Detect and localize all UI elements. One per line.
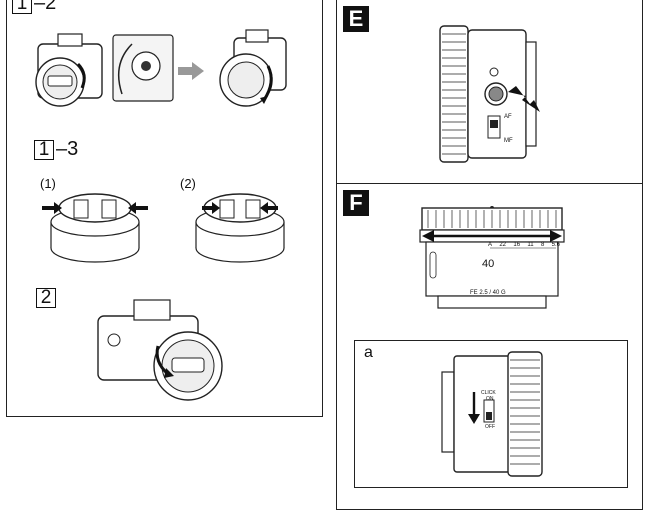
aperture-scale-16: 16 bbox=[513, 242, 521, 248]
click-on-label: ON bbox=[486, 396, 494, 402]
step-number-box: 1 bbox=[12, 0, 32, 14]
lens-rotate-illustration bbox=[219, 29, 287, 107]
mount-closeup-illustration bbox=[112, 34, 174, 102]
lens-focus-hold-button-illustration bbox=[439, 25, 540, 163]
aperture-scale: A 22 16 11 8 5.6 bbox=[488, 242, 560, 248]
iris-lock-switch-illustration bbox=[441, 351, 543, 477]
mf-label: MF bbox=[504, 138, 513, 144]
step-suffix: –3 bbox=[56, 138, 79, 160]
lens-cap-pinch-illustration-2 bbox=[195, 193, 285, 263]
click-off-label: OFF bbox=[485, 424, 495, 430]
step-number-box: 1 bbox=[34, 139, 54, 160]
aperture-scale-22: 22 bbox=[499, 242, 507, 248]
step-2-label: 2 bbox=[36, 288, 56, 308]
substep-1-label: (1) bbox=[40, 176, 56, 191]
section-e-letter: E bbox=[343, 6, 369, 32]
aperture-scale-5-6: 5.6 bbox=[551, 242, 560, 248]
aperture-scale-a: A bbox=[488, 242, 493, 248]
section-f-letter: F bbox=[343, 190, 369, 216]
step-number-box: 2 bbox=[36, 288, 56, 308]
lens-model-label: FE 2.5 / 40 G bbox=[470, 290, 506, 296]
aperture-ring-illustration bbox=[419, 206, 565, 309]
af-label: AF bbox=[504, 114, 512, 120]
inset-a-letter: a bbox=[364, 344, 373, 361]
focal-length-label: 40 bbox=[482, 258, 495, 270]
substep-2-label: (2) bbox=[180, 176, 196, 191]
step-suffix: –2 bbox=[34, 0, 57, 14]
step-1-2-label: 1 –2 bbox=[12, 0, 56, 15]
section-divider bbox=[336, 183, 643, 184]
click-label: CLICK bbox=[481, 390, 496, 396]
aperture-scale-11: 11 bbox=[527, 242, 534, 248]
camera-lens-attach-illustration bbox=[35, 33, 103, 107]
camera-lens-cap-illustration bbox=[97, 299, 223, 401]
lens-cap-pinch-illustration-1 bbox=[42, 193, 148, 263]
arrow-right-icon bbox=[178, 62, 204, 80]
aperture-scale-8: 8 bbox=[540, 242, 545, 248]
step-1-3-label: 1 –3 bbox=[34, 138, 78, 161]
